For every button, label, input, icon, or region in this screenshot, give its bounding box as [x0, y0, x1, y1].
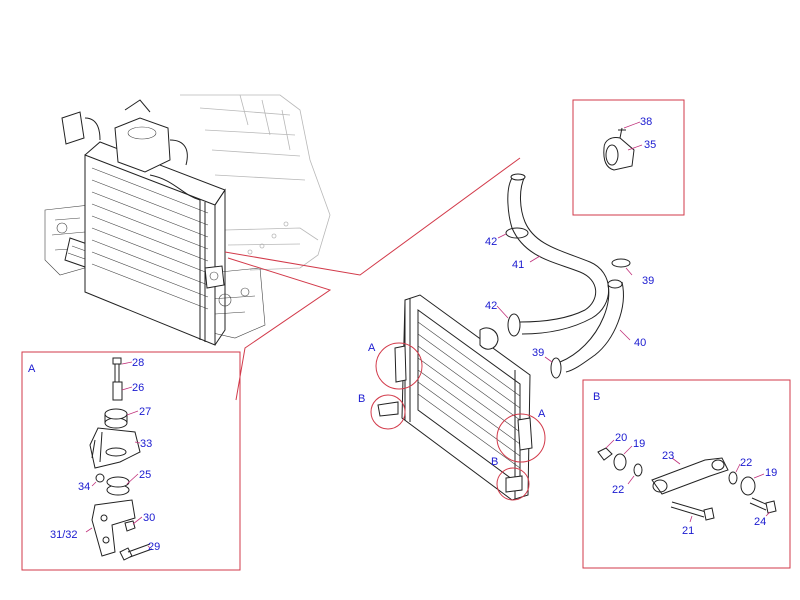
hoses-and-radiator	[370, 173, 633, 501]
callout-34: 34	[78, 481, 90, 493]
bracket-detail	[572, 99, 685, 216]
callout-33: 33	[140, 438, 152, 450]
callout-40: 40	[634, 337, 646, 349]
section-label-b-box: B	[593, 391, 600, 403]
callout-23: 23	[662, 450, 674, 462]
callout-19-left: 19	[633, 438, 645, 450]
callout-28: 28	[132, 357, 144, 369]
detail-a-box	[21, 351, 241, 571]
callout-22-right: 22	[740, 457, 752, 469]
section-label-a-box: A	[28, 363, 36, 375]
section-label-b-upper: B	[358, 393, 365, 405]
callout-42-lower: 42	[485, 300, 497, 312]
section-label-a-lower: A	[538, 408, 546, 420]
callout-31-32: 31/32	[50, 529, 78, 541]
engine-bay-overview	[44, 94, 331, 346]
callout-20: 20	[615, 432, 627, 444]
callout-35: 35	[644, 139, 656, 151]
overview-callout-lower	[227, 257, 332, 401]
section-label-a-upper: A	[368, 342, 376, 354]
callout-38: 38	[640, 116, 652, 128]
section-label-b-lower: B	[491, 456, 498, 468]
callout-41: 41	[512, 259, 524, 271]
callout-27: 27	[139, 406, 151, 418]
detail-b-box	[582, 379, 791, 569]
callout-30: 30	[143, 512, 155, 524]
callout-39-upper: 39	[642, 275, 654, 287]
callout-21: 21	[682, 525, 694, 537]
callout-42-upper: 42	[485, 236, 497, 248]
callout-26: 26	[132, 382, 144, 394]
callout-29: 29	[148, 541, 160, 553]
callout-25: 25	[139, 469, 151, 481]
callout-39-lower: 39	[532, 347, 544, 359]
callout-19-right: 19	[765, 467, 777, 479]
overview-callout-upper	[224, 157, 521, 276]
callout-24: 24	[754, 516, 766, 528]
callout-22-left: 22	[612, 484, 624, 496]
